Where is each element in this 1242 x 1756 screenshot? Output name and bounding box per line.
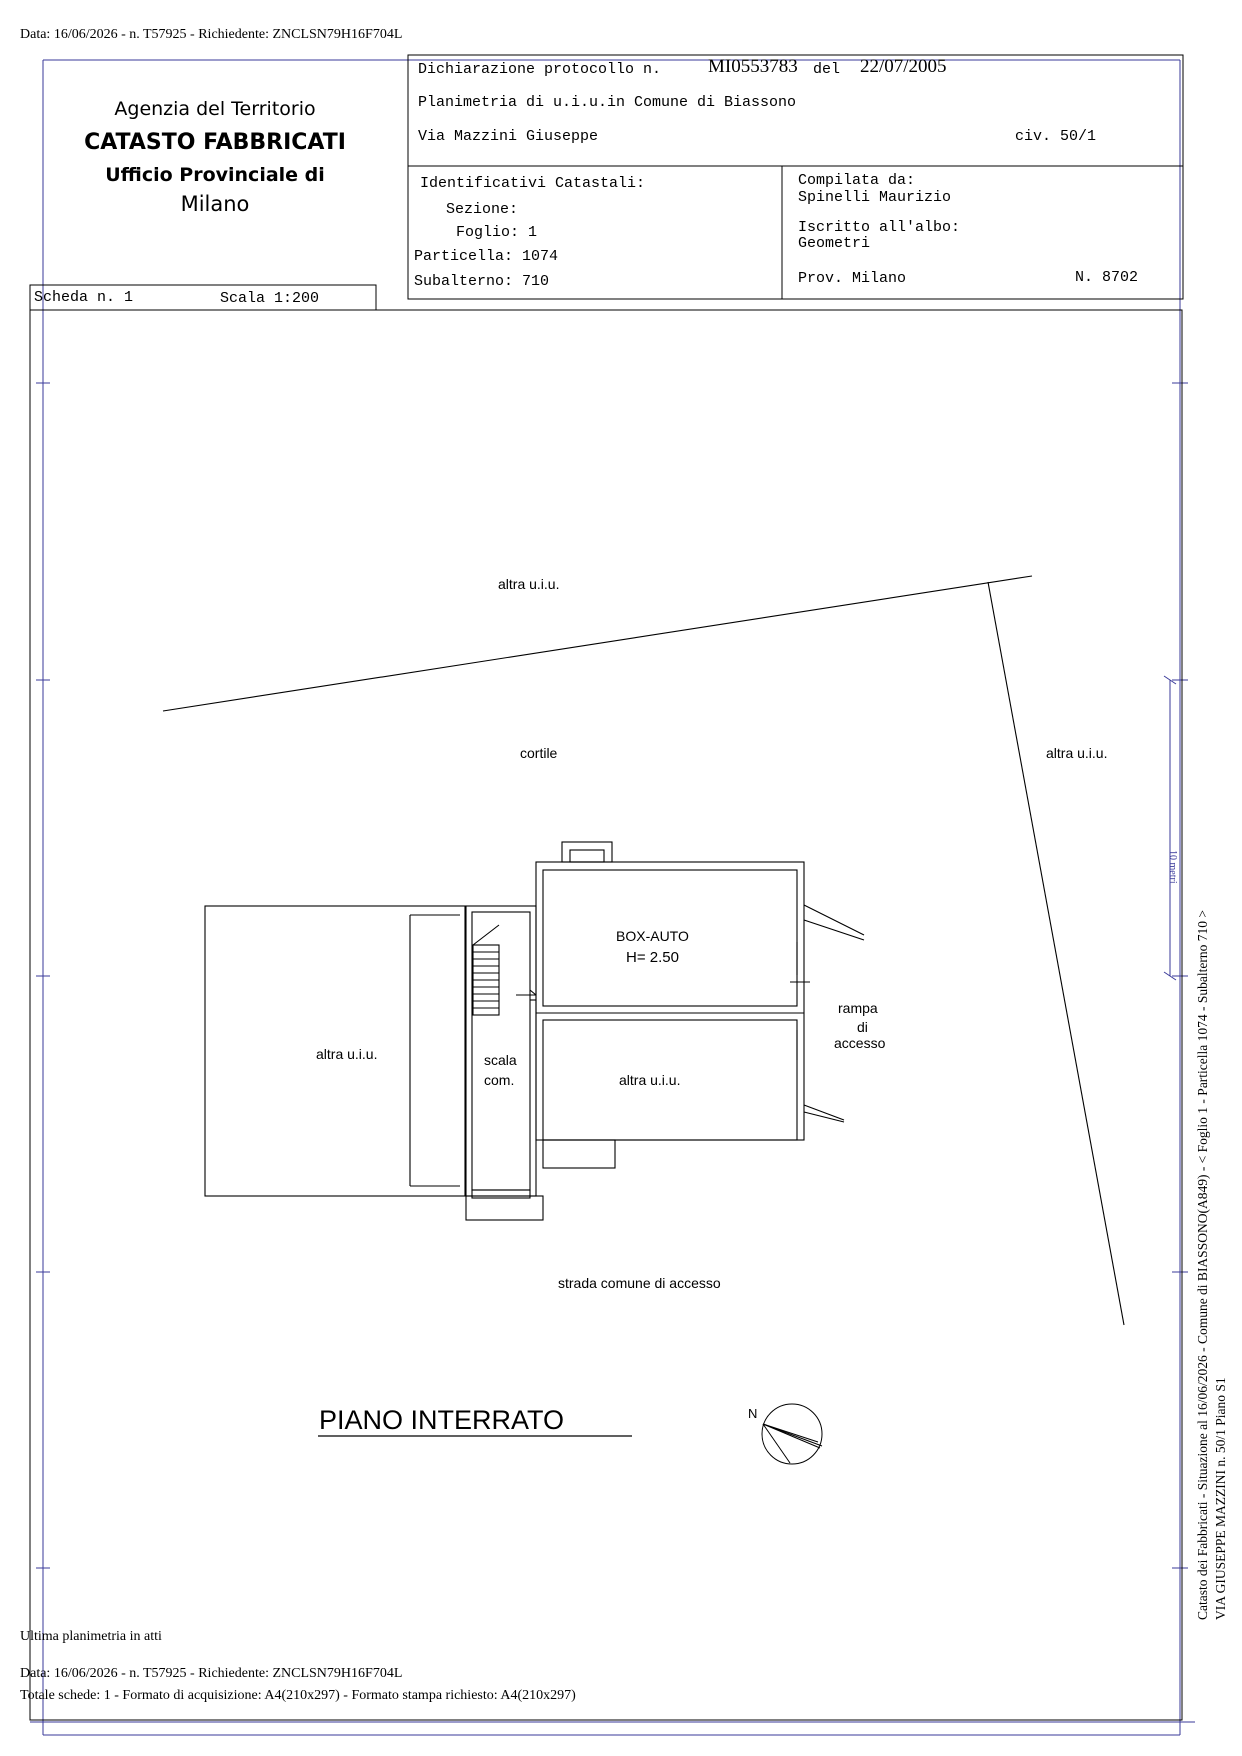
label-rampa-accesso: accesso (834, 1035, 886, 1051)
scheda-label: Scheda n. 1 (34, 289, 134, 306)
blue-frame (30, 59, 1195, 1736)
label-box-title: BOX-AUTO (616, 928, 689, 944)
header-boxes (29, 54, 1184, 1721)
prov-label: Prov. Milano (798, 270, 907, 287)
side-text-line2: VIA GIUSEPPE MAZZINI n. 50/1 Piano S1 (1213, 1377, 1228, 1620)
scala-label: Scala 1:200 (220, 290, 320, 307)
agency-name: Agenzia del Territorio (114, 98, 316, 120)
sezione-label: Sezione: (446, 201, 519, 218)
office-name: Ufficio Provinciale di (105, 164, 325, 186)
label-altra-right: altra u.i.u. (1046, 745, 1108, 761)
label-box-height: H= 2.50 (626, 949, 679, 966)
plan-line: Planimetria di u.i.u.in Comune di Biasso… (418, 94, 797, 111)
label-strada: strada comune di accesso (558, 1275, 721, 1291)
top-line: Data: 16/06/2026 - n. T57925 - Richieden… (20, 27, 403, 42)
north-label: N (748, 1406, 758, 1421)
last-plan-note: Ultima planimetria in atti (20, 1629, 162, 1644)
footer-totale-line: Totale schede: 1 - Formato di acquisizio… (20, 1688, 576, 1703)
del-label: del (813, 61, 841, 78)
scale-marker-label: 10 metri (1167, 850, 1178, 884)
identifiers-title: Identificativi Catastali: (420, 175, 646, 192)
label-cortile: cortile (520, 745, 558, 761)
albo-number: N. 8702 (1075, 269, 1139, 286)
label-rampa-di: di (857, 1019, 868, 1035)
side-text-line1: Catasto dei Fabbricati - Situazione al 1… (1195, 909, 1210, 1620)
site-lines (162, 575, 1125, 1326)
protocol-number: MI0553783 (708, 56, 798, 77)
foglio-value: Foglio: 1 (456, 224, 538, 241)
albo-label: Iscritto all'albo: (798, 219, 961, 236)
protocol-label: Dichiarazione protocollo n. (418, 61, 662, 78)
label-altra-left: altra u.i.u. (316, 1046, 378, 1062)
label-scala-com: com. (484, 1072, 515, 1088)
floor-plan (204, 841, 865, 1221)
label-rampa: rampa (838, 1000, 878, 1016)
subalterno-value: Subalterno: 710 (414, 273, 550, 290)
label-altra-center: altra u.i.u. (619, 1072, 681, 1088)
piano-interrato-title: PIANO INTERRATO (319, 1405, 565, 1435)
label-scala: scala (484, 1052, 517, 1068)
street-name: Via Mazzini Giuseppe (418, 128, 599, 145)
office-city: Milano (180, 192, 250, 216)
albo-value: Geometri (798, 235, 871, 252)
civic-number: civ. 50/1 (1015, 128, 1097, 145)
compiler-name: Spinelli Maurizio (798, 189, 952, 206)
north-compass-icon (761, 1403, 823, 1465)
particella-value: Particella: 1074 (414, 248, 559, 265)
catasto-title: CATASTO FABBRICATI (84, 130, 346, 155)
footer-data-line: Data: 16/06/2026 - n. T57925 - Richieden… (20, 1666, 403, 1681)
protocol-date: 22/07/2005 (860, 56, 947, 77)
label-altra-top: altra u.i.u. (498, 576, 560, 592)
compiler-label: Compilata da: (798, 172, 916, 189)
